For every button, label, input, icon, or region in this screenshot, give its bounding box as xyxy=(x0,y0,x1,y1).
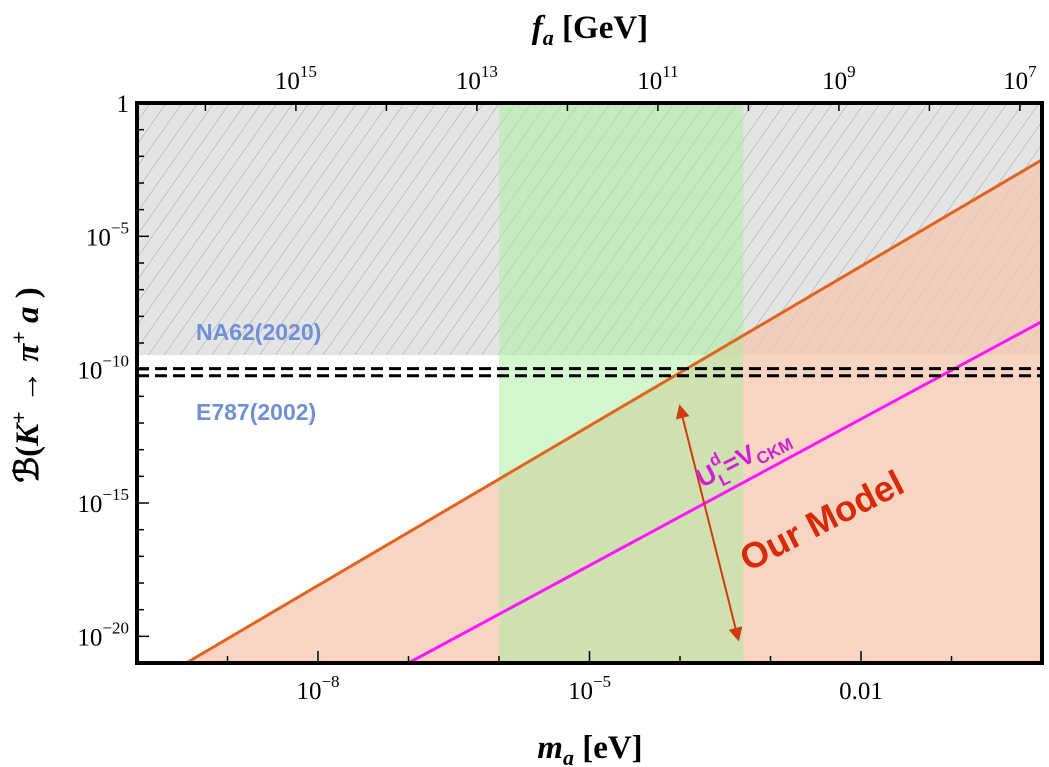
x-tick-label: 10−8 xyxy=(296,672,339,705)
x2-axis-title: fa [GeV] xyxy=(532,10,648,50)
y-tick-label: 10−15 xyxy=(77,485,129,518)
y-axis-title: ℬ(K+ → π+ a ) xyxy=(6,287,46,483)
model-range-arrow xyxy=(675,404,743,642)
x-tick-label: 10−5 xyxy=(568,672,611,705)
x2-axis-ticks: 1015 1013 1011 109 107 xyxy=(204,62,1037,111)
x-axis-title: ma [eV] xyxy=(537,730,642,767)
our-model-line xyxy=(185,158,1042,663)
x2-tick-label: 107 xyxy=(1003,62,1037,95)
na62-label: NA62(2020) xyxy=(196,319,321,345)
y-tick-label: 10−5 xyxy=(86,218,129,251)
x2-tick-label: 1011 xyxy=(637,62,678,95)
y-tick-label: 1 xyxy=(117,91,130,118)
y-tick-label: 10−20 xyxy=(77,618,129,651)
x2-tick-label: 109 xyxy=(822,62,856,95)
e787-label: E787(2002) xyxy=(196,399,316,425)
y-axis-ticks: 1 10−5 10−10 10−15 10−20 xyxy=(77,91,149,664)
x2-tick-label: 1013 xyxy=(456,62,498,95)
x-axis-ticks: 10−8 10−5 0.01 xyxy=(136,651,1043,705)
x2-tick-label: 1015 xyxy=(275,62,317,95)
y-tick-label: 10−10 xyxy=(77,352,129,385)
x-tick-label: 0.01 xyxy=(839,678,883,705)
green-band xyxy=(499,103,744,663)
